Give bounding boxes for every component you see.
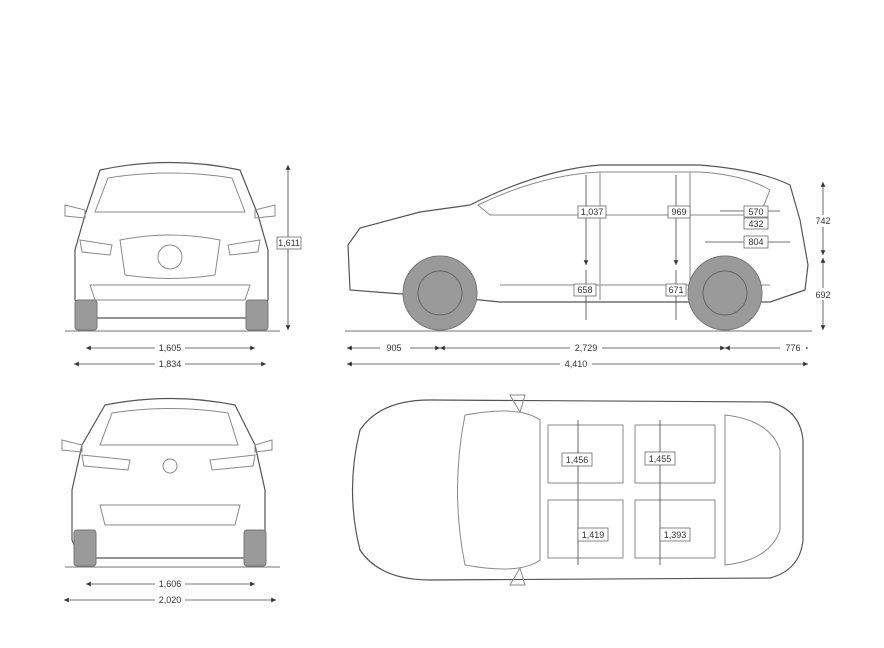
rear-shoulder-label: 1,455 [649, 454, 672, 464]
lower-height-label: 692 [815, 290, 830, 300]
front-hip-label: 1,419 [582, 530, 605, 540]
boot-height-label: 570 [748, 207, 763, 217]
front-dimensions: 1,611 1,605 1,834 [74, 165, 302, 369]
side-view [345, 164, 812, 332]
rear-dimensions: 1,606 2,020 [64, 578, 276, 605]
length-label: 4,410 [565, 359, 588, 369]
rear-hip-label: 1,393 [664, 530, 687, 540]
rear-overhang-label: 776 [785, 343, 800, 353]
width-mirrors-label: 2,020 [159, 595, 182, 605]
rear-seat-height-label: 671 [668, 285, 683, 295]
wheelbase-label: 2,729 [575, 343, 598, 353]
boot-length-label: 804 [748, 237, 763, 247]
front-track-label: 1,605 [159, 343, 182, 353]
top-dimensions: 1,456 1,455 1,419 1,393 [561, 451, 691, 542]
rear-track-label: 1,606 [159, 579, 182, 589]
upper-height-label: 742 [815, 216, 830, 226]
front-headroom-label: 1,037 [581, 207, 604, 217]
rear-view [61, 397, 280, 568]
front-overhang-label: 905 [386, 343, 401, 353]
front-shoulder-label: 1,456 [566, 455, 589, 465]
rear-headroom-label: 969 [671, 207, 686, 217]
front-seat-height-label: 658 [577, 285, 592, 295]
front-height-label: 1,611 [278, 238, 300, 248]
side-dimensions: 905 2,729 776 4,410 742 692 1,037 969 65… [347, 175, 836, 369]
front-width-label: 1,834 [159, 359, 182, 369]
boot-opening-label: 432 [748, 219, 763, 229]
front-view [64, 161, 280, 332]
top-view [351, 394, 804, 586]
